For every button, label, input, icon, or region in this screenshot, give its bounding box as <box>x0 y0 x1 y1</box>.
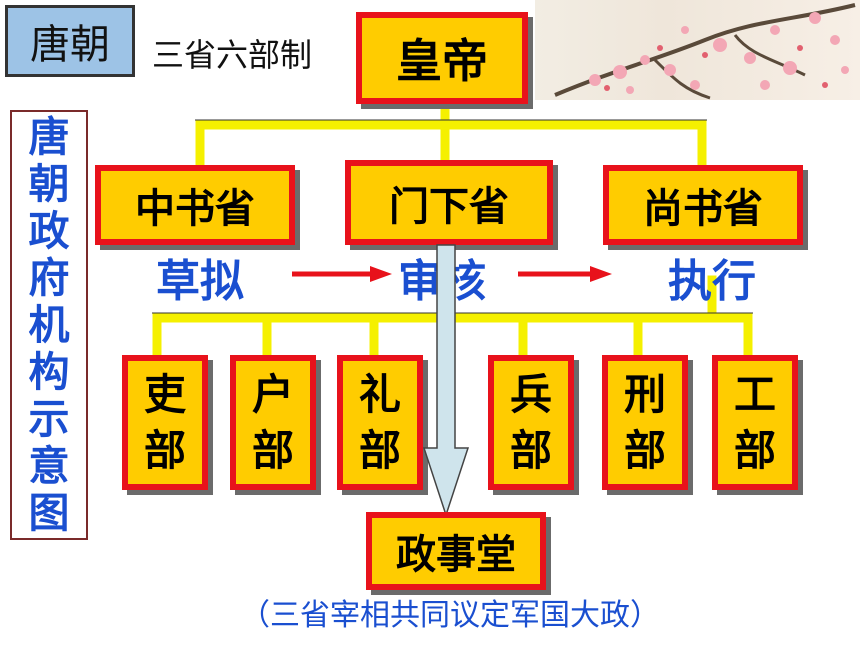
province-shangshu: 尚书省 <box>603 165 803 245</box>
ministry-char: 兵 <box>509 369 552 419</box>
emperor-node: 皇帝 <box>356 12 528 104</box>
arrow-review-to-execute <box>518 266 612 282</box>
side-label-char: 唐 <box>28 113 70 161</box>
side-label-char: 朝 <box>28 160 70 208</box>
ministry-char: 工 <box>733 369 776 419</box>
ministry-hu-revenue: 户 部 <box>230 355 316 490</box>
side-label-char: 构 <box>28 348 70 396</box>
ministry-char: 部 <box>623 425 666 475</box>
council-hall-node: 政事堂 <box>366 512 546 590</box>
plum-blossom-painting <box>535 0 860 100</box>
ministry-char: 刑 <box>623 369 666 419</box>
ministry-li-rites: 礼 部 <box>337 355 423 490</box>
ministry-char: 部 <box>143 425 186 475</box>
role-draft: 草拟 <box>156 256 244 307</box>
ministry-gong-works: 工 部 <box>712 355 798 490</box>
province-zhongshu: 中书省 <box>95 165 295 245</box>
arrow-draft-to-review <box>292 266 392 282</box>
ministry-char: 部 <box>358 425 401 475</box>
ministry-char: 户 <box>251 369 294 419</box>
ministry-char: 吏 <box>143 369 186 419</box>
ministry-char: 部 <box>733 425 776 475</box>
side-label-char: 机 <box>28 301 70 349</box>
province-menxia: 门下省 <box>345 160 553 245</box>
ministry-bing-war: 兵 部 <box>488 355 574 490</box>
council-note: （三省宰相共同议定军国大政） <box>240 598 660 633</box>
ministry-char: 礼 <box>358 369 401 419</box>
header-subtitle: 三省六部制 <box>152 36 313 74</box>
ministry-li-personnel: 吏 部 <box>122 355 208 490</box>
ministry-char: 部 <box>251 425 294 475</box>
ministry-xing-justice: 刑 部 <box>602 355 688 490</box>
side-label-char: 示 <box>28 395 70 443</box>
ministry-char: 部 <box>509 425 552 475</box>
side-label-char: 图 <box>28 489 70 537</box>
side-label-char: 政 <box>28 207 70 255</box>
side-label: 唐 朝 政 府 机 构 示 意 图 <box>10 110 88 540</box>
side-label-char: 府 <box>28 254 70 302</box>
role-execute: 执行 <box>668 256 756 307</box>
header-title: 唐朝 <box>5 5 135 77</box>
side-label-char: 意 <box>28 442 70 490</box>
